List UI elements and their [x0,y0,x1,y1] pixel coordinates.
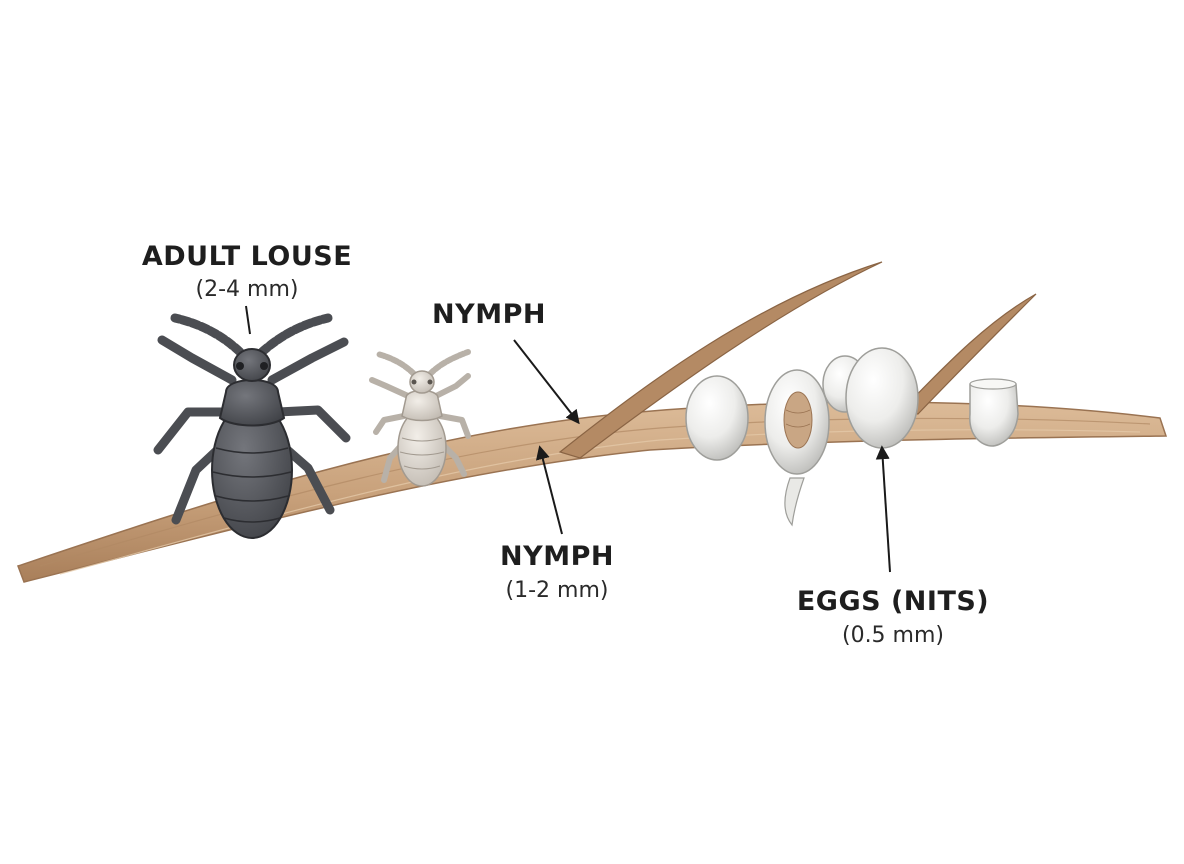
nymph-bottom-title: NYMPH [500,541,614,572]
adult-head [233,348,271,382]
adult-segment-line [215,447,289,454]
adult-pointer-line [245,305,251,335]
nymph-head [409,370,435,394]
nit-egg-icon [845,347,919,449]
pointer-lines [245,305,891,573]
adult-louse-title: ADULT LOUSE [142,241,352,272]
eggs-pointer-arrow [875,445,891,573]
nymph-thorax [401,389,443,422]
nymph-louse-icon [369,349,471,487]
nymph-leg [369,377,411,399]
adult-leg [153,407,231,455]
adult-antenna [170,313,245,357]
adult-leg [157,335,237,385]
adult-thorax [218,379,286,427]
nymph-segment-line [401,437,443,442]
nit-egg-group [685,347,1019,527]
nymph-abdomen [397,409,447,487]
adult-louse-icon [153,313,351,539]
adult-leg [273,405,351,443]
eggs-size: (0.5 mm) [842,623,944,648]
label-adult-louse: ADULT LOUSE (2-4 mm) [142,241,352,302]
adult-leg [267,337,349,385]
nymph-eye [427,379,433,385]
nymph-segment-line [403,465,441,470]
shell-opening [969,378,1017,390]
adult-segment-line [212,471,292,478]
branch-hair-strand [558,261,883,459]
nymph-eye [411,379,417,385]
branch-hair-strand [898,293,1037,415]
label-eggs: EGGS (NITS) (0.5 mm) [797,586,989,648]
nymph-antenna [375,351,417,377]
embryo-line [785,409,811,428]
adult-antenna [257,313,333,357]
nymph-antenna [427,349,471,377]
nit-egg-icon [685,375,749,461]
nymph-segment-line [399,451,445,456]
label-nymph-bottom: NYMPH (1-2 mm) [500,541,614,603]
nymph-top-title: NYMPH [432,299,546,330]
nymph-bottom-pointer-arrow [535,445,563,535]
nymph-bottom-size: (1-2 mm) [506,578,609,603]
eggs-title: EGGS (NITS) [797,586,989,617]
adult-segment-line [215,495,289,502]
label-nymph-top: NYMPH [432,299,546,330]
nymph-leg [437,413,471,439]
adult-eye [236,362,244,370]
nymph-leg [433,373,471,399]
adult-segment-line [223,517,281,523]
developing-embryo [783,391,813,449]
adult-eye [260,362,268,370]
nymph-leg [373,413,407,435]
nymph-top-pointer-arrow [513,339,580,425]
nit-egg-tail [784,477,805,527]
adult-louse-size: (2-4 mm) [196,277,299,302]
